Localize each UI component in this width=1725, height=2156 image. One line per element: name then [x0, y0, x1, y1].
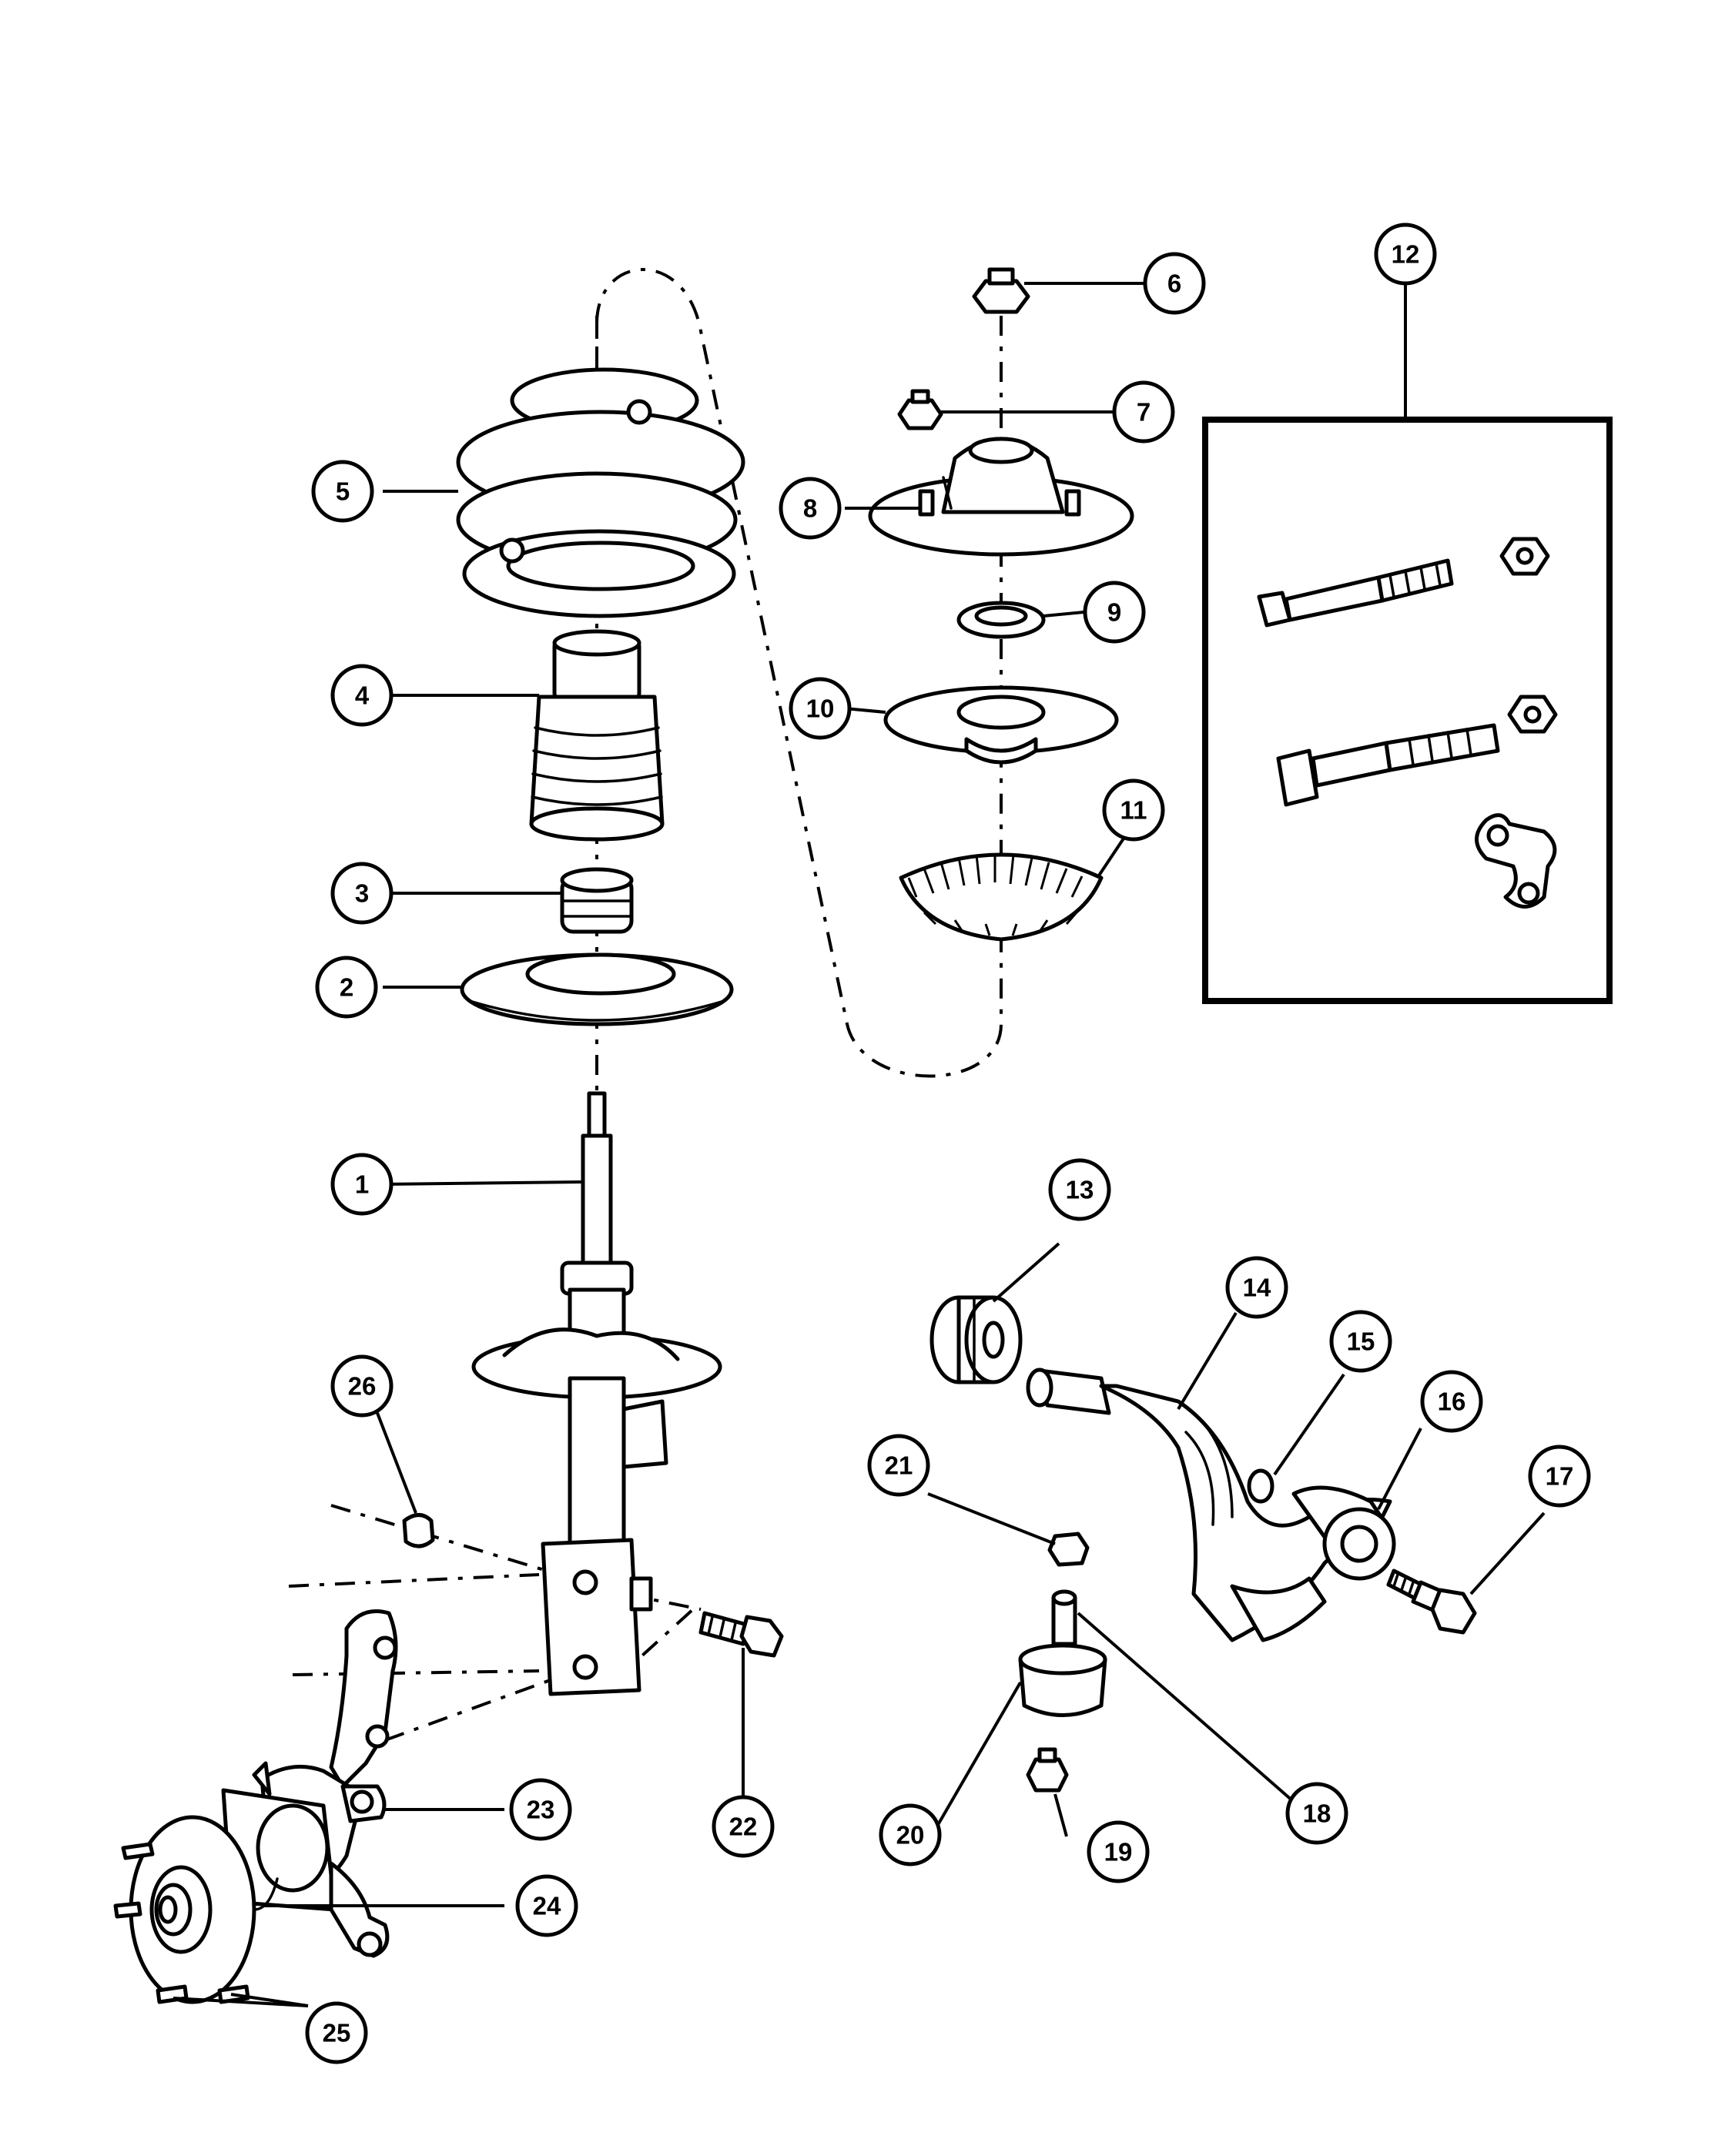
arm-bushing-small	[1247, 1468, 1274, 1504]
hardware-kit	[1202, 417, 1613, 1004]
strut-mount	[868, 437, 1134, 557]
callout-16: 16	[1420, 1370, 1483, 1433]
callout-8: 8	[779, 477, 842, 540]
callout-11: 11	[1102, 778, 1165, 842]
top-mount-nut	[972, 267, 1030, 314]
callout-21: 21	[867, 1434, 930, 1497]
mount-bearing	[956, 601, 1046, 639]
svg-text:7: 7	[1137, 398, 1151, 427]
svg-text:1: 1	[355, 1170, 369, 1199]
callout-5: 5	[311, 460, 374, 523]
arm-bolt	[1386, 1568, 1477, 1635]
svg-text:18: 18	[1303, 1799, 1331, 1828]
callout-3: 3	[330, 862, 394, 925]
jounce-bumper	[529, 629, 665, 842]
callout-9: 9	[1083, 581, 1146, 644]
callout-18: 18	[1285, 1782, 1348, 1845]
svg-text:24: 24	[533, 1892, 561, 1920]
mount-nut	[897, 389, 943, 430]
svg-text:3: 3	[355, 879, 369, 908]
callout-13: 13	[1048, 1158, 1111, 1221]
bumper-seat	[560, 867, 634, 934]
strut-to-knuckle-bolt	[698, 1611, 784, 1658]
callout-24: 24	[515, 1874, 578, 1937]
svg-text:4: 4	[355, 681, 370, 710]
svg-text:6: 6	[1167, 270, 1181, 298]
callout-14: 14	[1225, 1256, 1288, 1319]
callout-25: 25	[305, 2001, 368, 2064]
svg-text:17: 17	[1546, 1462, 1574, 1491]
strut-assembly	[471, 1091, 722, 1696]
callout-26: 26	[330, 1354, 394, 1418]
svg-text:2: 2	[340, 973, 353, 1002]
ball-joint-nut	[1026, 1747, 1069, 1793]
svg-text:23: 23	[527, 1796, 555, 1824]
control-arm-bushing	[929, 1295, 1023, 1384]
svg-text:11: 11	[1120, 796, 1147, 825]
svg-text:13: 13	[1066, 1176, 1094, 1204]
svg-text:22: 22	[729, 1813, 758, 1841]
svg-text:19: 19	[1104, 1838, 1133, 1866]
svg-text:9: 9	[1107, 598, 1121, 627]
callout-7: 7	[1112, 380, 1175, 444]
svg-text:12: 12	[1392, 240, 1420, 269]
callout-20: 20	[879, 1803, 942, 1866]
svg-text:21: 21	[885, 1451, 913, 1480]
upper-spring-isolator	[899, 852, 1104, 942]
callout-12: 12	[1374, 223, 1437, 286]
callout-1: 1	[330, 1153, 394, 1216]
callout-15: 15	[1329, 1310, 1392, 1373]
callout-22: 22	[712, 1795, 775, 1858]
arm-nut	[1047, 1532, 1090, 1567]
svg-text:14: 14	[1243, 1274, 1271, 1302]
leader-lines	[172, 282, 1546, 2007]
ball-joint	[1018, 1589, 1107, 1717]
svg-text:26: 26	[348, 1372, 377, 1401]
steering-knuckle	[221, 1609, 398, 1958]
svg-text:15: 15	[1347, 1327, 1375, 1356]
svg-text:8: 8	[803, 494, 817, 523]
coil-spring	[456, 367, 745, 618]
callout-10: 10	[789, 677, 852, 740]
callout-19: 19	[1087, 1820, 1150, 1883]
knuckle-nut	[402, 1513, 435, 1548]
callout-6: 6	[1143, 252, 1206, 315]
callout-4: 4	[330, 664, 394, 727]
lower-control-arm	[1026, 1368, 1396, 1642]
svg-text:16: 16	[1438, 1388, 1466, 1416]
upper-spring-seat	[883, 685, 1119, 765]
svg-text:5: 5	[336, 477, 350, 506]
svg-text:10: 10	[806, 695, 835, 723]
callout-23: 23	[509, 1778, 572, 1841]
spring-isolator	[460, 952, 734, 1026]
callout-2: 2	[315, 956, 378, 1019]
svg-text:25: 25	[323, 2019, 351, 2047]
svg-text:20: 20	[896, 1821, 925, 1850]
callout-17: 17	[1528, 1445, 1591, 1508]
